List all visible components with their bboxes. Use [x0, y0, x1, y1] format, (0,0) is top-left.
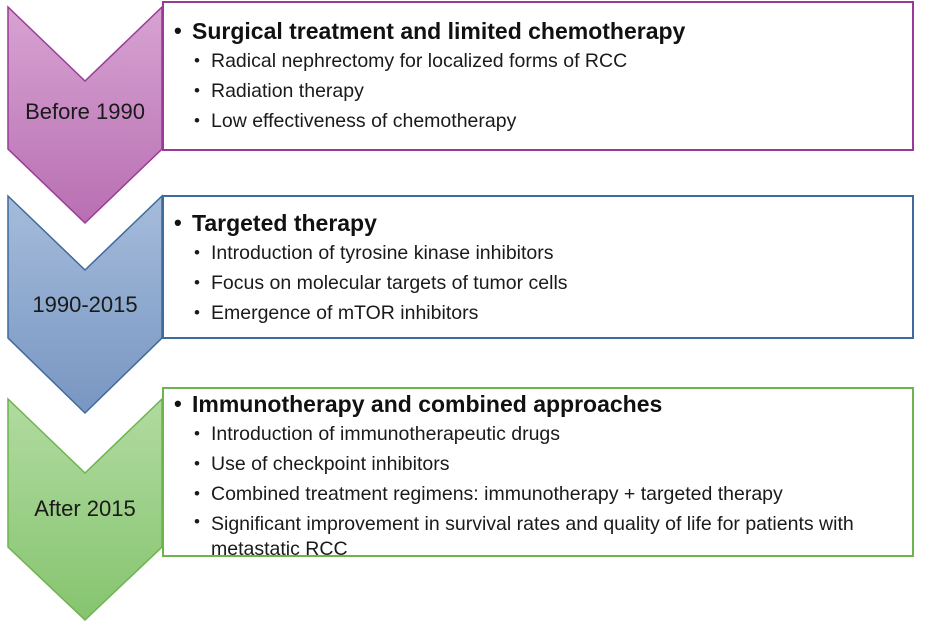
era-point: Combined treatment regimens: immunothera… — [164, 479, 912, 509]
era-point: Introduction of immunotherapeutic drugs — [164, 419, 912, 449]
era-point: Significant improvement in survival rate… — [164, 509, 912, 562]
era-heading: Surgical treatment and limited chemother… — [164, 16, 912, 46]
era-point: Focus on molecular targets of tumor cell… — [164, 268, 912, 298]
era-box-after-2015: Immunotherapy and combined approaches In… — [162, 387, 914, 560]
era-heading: Immunotherapy and combined approaches — [164, 389, 912, 419]
era-point: Low effectiveness of chemotherapy — [164, 106, 912, 136]
era-point: Use of checkpoint inhibitors — [164, 449, 912, 479]
era-heading: Targeted therapy — [164, 208, 912, 238]
era-label-1990-2015: 1990-2015 — [32, 292, 138, 317]
era-point: Radical nephrectomy for localized forms … — [164, 46, 912, 76]
era-label-before-1990: Before 1990 — [25, 99, 145, 124]
era-box-1990-2015: Targeted therapy Introduction of tyrosin… — [162, 195, 914, 339]
era-point: Emergence of mTOR inhibitors — [164, 298, 912, 328]
era-label-after-2015: After 2015 — [34, 496, 136, 521]
era-box-before-1990: Surgical treatment and limited chemother… — [162, 1, 914, 151]
era-point: Radiation therapy — [164, 76, 912, 106]
era-point: Introduction of tyrosine kinase inhibito… — [164, 238, 912, 268]
